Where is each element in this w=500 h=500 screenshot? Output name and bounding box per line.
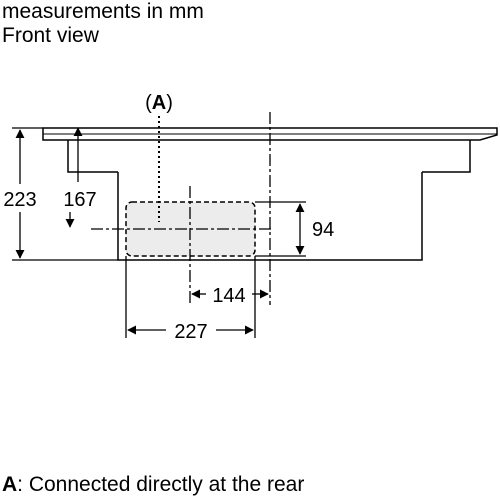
dim-box-height bbox=[255, 201, 306, 257]
view-title: Front view bbox=[2, 24, 99, 47]
centre-lines bbox=[91, 112, 274, 305]
legend-caption: A: Connected directly at the rear bbox=[2, 473, 304, 497]
dim-offset-width-label: 144 bbox=[212, 285, 245, 307]
dim-connection-height bbox=[65, 127, 83, 228]
dim-box-width bbox=[125, 256, 256, 338]
legend-key: A bbox=[2, 473, 18, 496]
dim-overall-height bbox=[12, 127, 118, 261]
dim-overall-height-label: 223 bbox=[3, 189, 36, 211]
callout-label: (A) bbox=[145, 92, 173, 114]
housing-upper bbox=[67, 140, 471, 173]
dim-connection-height-label: 167 bbox=[63, 189, 96, 211]
legend-text: : Connected directly at the rear bbox=[17, 473, 305, 496]
units-note: measurements in mm bbox=[2, 0, 204, 23]
dim-box-width-label: 227 bbox=[174, 321, 207, 343]
dim-box-height-label: 94 bbox=[312, 219, 334, 241]
